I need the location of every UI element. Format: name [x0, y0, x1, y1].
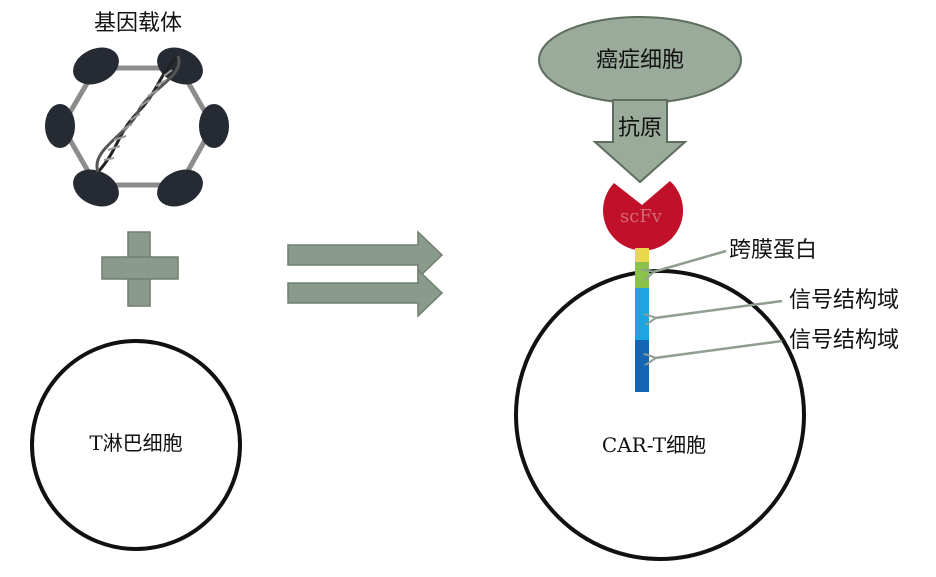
cancer-cell-label: 癌症细胞 — [596, 48, 684, 73]
pointer-transmembrane — [653, 249, 727, 272]
capsid-frame — [59, 65, 216, 188]
capsid-spike — [45, 104, 75, 148]
capsid-spike — [199, 104, 229, 148]
scfv-head — [603, 181, 684, 251]
plus-icon — [101, 231, 179, 307]
signal-domain-2-segment — [635, 340, 649, 392]
car-t-cell-label: CAR-T细胞 — [602, 433, 706, 457]
viral-capsid-icon — [45, 47, 229, 207]
signal-domain-1-label: 信号结构域 — [789, 288, 899, 313]
arrow-lower — [287, 268, 444, 318]
antigen-label: 抗原 — [618, 116, 662, 141]
hinge-segment — [635, 248, 649, 262]
dna-helix-icon — [95, 54, 181, 174]
antigen-shape — [592, 99, 688, 184]
capsid-spike — [73, 169, 119, 207]
signal-domain-1-segment — [635, 288, 649, 340]
transmembrane-label: 跨膜蛋白 — [729, 238, 817, 263]
t-cell-label: T淋巴细胞 — [89, 431, 182, 455]
gene-vector-label: 基因载体 — [94, 11, 182, 36]
t-cell-circle — [30, 339, 242, 551]
capsid-spike — [157, 47, 203, 85]
capsid-spike — [73, 47, 119, 85]
car-t-cell-circle — [514, 269, 806, 561]
transmembrane-segment — [635, 262, 649, 288]
car-construct — [635, 248, 649, 392]
signal-domain-2-label: 信号结构域 — [789, 328, 899, 353]
pointer-signal-domain-2 — [655, 339, 783, 358]
double-right-arrow-icon — [287, 230, 444, 318]
capsid-spike — [157, 169, 203, 207]
pointer-signal-domain-1 — [655, 299, 783, 318]
arrow-upper — [287, 230, 444, 280]
scfv-label: scFv — [620, 206, 663, 227]
